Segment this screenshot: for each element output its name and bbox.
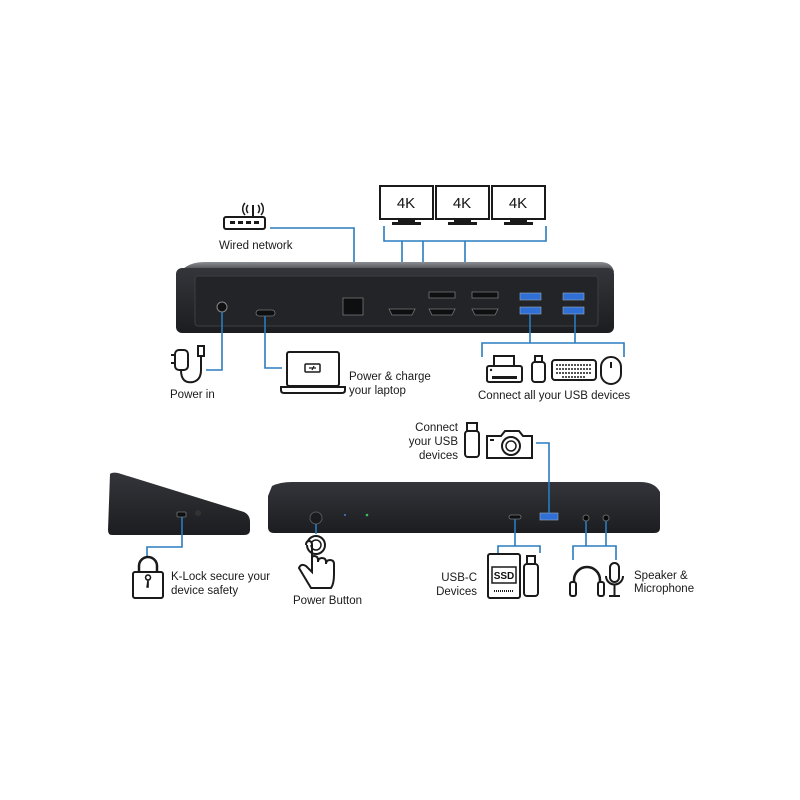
power-button-label: Power Button	[293, 595, 362, 607]
usb-front-connector-line	[536, 442, 550, 513]
keyboard-icon	[551, 359, 597, 381]
laptop-charging-icon	[280, 351, 346, 394]
usb-c-connector-lines	[497, 519, 541, 553]
power-adapter-icon	[171, 345, 205, 384]
klock-connector-line	[146, 517, 183, 556]
klock-label-line1: K-Lock secure your	[171, 571, 270, 583]
laptop-connector-line	[264, 316, 282, 369]
usb-front-label-line1: Connect	[415, 422, 459, 434]
audio-label-line1: Speaker &	[634, 570, 688, 582]
klock-label-line2: device safety	[171, 585, 238, 597]
monitor-label: 4K	[509, 195, 527, 212]
power-connector-line	[206, 312, 223, 371]
usb-a-port	[519, 292, 542, 301]
audio-label-line2: Microphone	[634, 583, 694, 595]
headphones-icon	[569, 565, 605, 597]
hdmi-port-2	[428, 308, 456, 316]
ethernet-port	[342, 297, 364, 316]
k-lock-slot	[176, 511, 187, 518]
camera-icon	[486, 430, 533, 459]
usb-devices-label: Connect all your USB devices	[478, 390, 630, 402]
usb-c-label-line2: Devices	[436, 586, 477, 598]
displayport-1	[428, 291, 456, 299]
dock-front-view	[268, 482, 660, 533]
hdmi-port-3	[471, 308, 499, 316]
microphone-jack	[602, 514, 610, 522]
dc-power-port	[216, 301, 228, 313]
padlock-icon	[132, 555, 164, 599]
usb-front-label-line3: devices	[419, 450, 458, 462]
finger-press-icon	[297, 535, 335, 589]
usb-connector-lines	[481, 314, 625, 357]
usb-stick-icon	[464, 422, 480, 458]
usb-a-port	[562, 292, 585, 301]
usb-a-port	[562, 306, 585, 315]
audio-connector-lines	[572, 521, 617, 560]
monitor-label: 4K	[453, 195, 471, 212]
wired-network-label: Wired network	[219, 240, 293, 252]
laptop-label-line1: Power & charge	[349, 371, 431, 383]
status-led-blue	[344, 514, 346, 516]
mouse-icon	[600, 356, 622, 385]
usb-front-label-line2: your USB	[409, 436, 459, 448]
status-led-green	[365, 513, 369, 517]
monitor-3: 4K	[491, 185, 546, 225]
dock-rear-view	[176, 262, 614, 333]
ssd-text: SSD	[494, 571, 515, 582]
ssd-icon: SSD	[487, 553, 521, 599]
power-button[interactable]	[309, 511, 323, 525]
usb-stick-icon	[531, 355, 546, 383]
usb-c-stick-icon	[523, 555, 539, 597]
microphone-icon	[605, 562, 624, 597]
router-icon	[223, 202, 266, 230]
headphone-jack	[582, 514, 590, 522]
monitor-label: 4K	[397, 195, 415, 212]
displayport-2	[471, 291, 499, 299]
monitor-1: 4K	[379, 185, 434, 225]
usb-c-front-port	[508, 514, 522, 520]
laptop-label-line2: your laptop	[349, 385, 406, 397]
dock-side-view	[108, 472, 250, 535]
usb-c-upstream-port	[255, 309, 276, 317]
usb-a-front-port	[539, 512, 559, 521]
usb-a-port	[519, 306, 542, 315]
printer-icon	[486, 355, 523, 383]
usb-c-label-line1: USB-C	[441, 572, 477, 584]
hdmi-port-1	[388, 308, 416, 316]
power-in-label: Power in	[170, 389, 215, 401]
monitor-2: 4K	[435, 185, 490, 225]
